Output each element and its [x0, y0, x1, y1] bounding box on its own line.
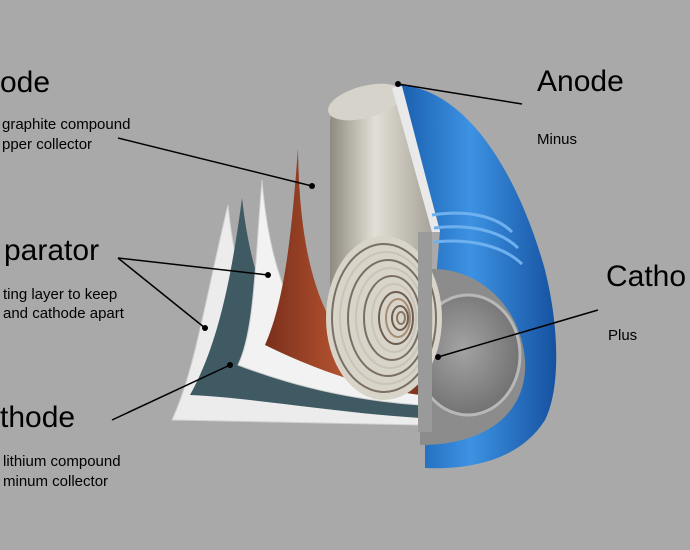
spiral-outer	[326, 236, 442, 400]
leader-separator-a	[117, 257, 269, 276]
casing-rim	[392, 86, 440, 232]
leader-dot-anode-left	[309, 183, 315, 189]
leader-cathode-left	[111, 364, 231, 421]
spiral-rings	[331, 243, 437, 393]
leader-dot-separator-b	[202, 325, 208, 331]
cathode-left-line1: lithium compound	[3, 453, 121, 470]
cathode-left-line2: minum collector	[3, 473, 109, 490]
leader-separator-b	[117, 257, 206, 329]
cathode-right-desc: Plus	[608, 327, 638, 344]
separator-line2: and cathode apart	[3, 305, 124, 322]
leader-dot-anode-right	[395, 81, 401, 87]
separator-line1: ting layer to keep	[3, 286, 118, 303]
core-top-curl	[328, 83, 402, 121]
casing-groove-3	[433, 239, 524, 266]
anode-right-title: Anode	[537, 65, 624, 98]
anode-left-title: ode	[0, 66, 51, 99]
casing-groove-1	[431, 211, 514, 234]
anode-left-line1: graphite compound	[2, 116, 131, 133]
leader-dot-cathode-right	[435, 354, 441, 360]
leader-anode-left	[117, 137, 313, 187]
cathode-left-title: thode	[0, 401, 76, 434]
anode-right-desc: Minus	[537, 131, 578, 148]
anode-left-line2: pper collector	[2, 136, 93, 153]
leader-anode-right	[397, 83, 523, 105]
casing-groove-2	[433, 225, 520, 250]
cathode-right-title: Catho	[606, 260, 687, 293]
separator-title: parator	[4, 234, 100, 267]
anode-copper-sheet	[265, 148, 420, 395]
spiral-cutaway-mask	[418, 232, 432, 432]
end-cap-boss	[416, 295, 520, 415]
leader-dot-separator-a	[265, 272, 271, 278]
leader-cathode-right	[437, 309, 599, 358]
leader-dot-cathode-left	[227, 362, 233, 368]
